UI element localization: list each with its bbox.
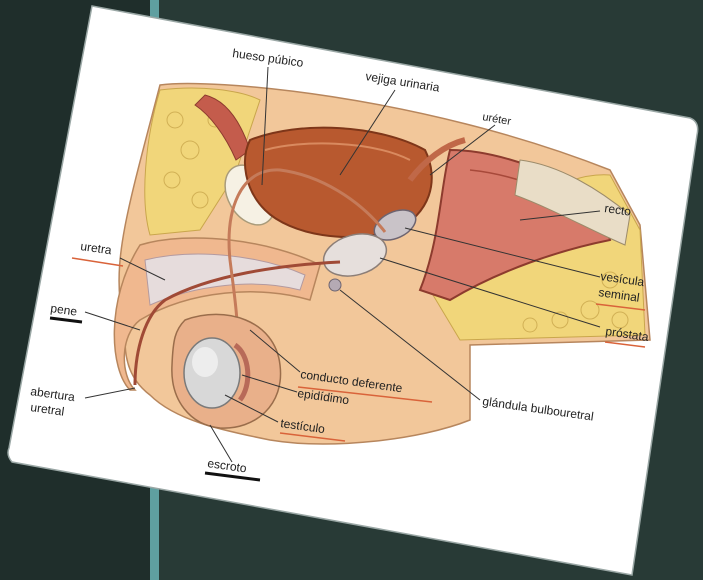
bulbourethral-gland xyxy=(329,279,341,291)
